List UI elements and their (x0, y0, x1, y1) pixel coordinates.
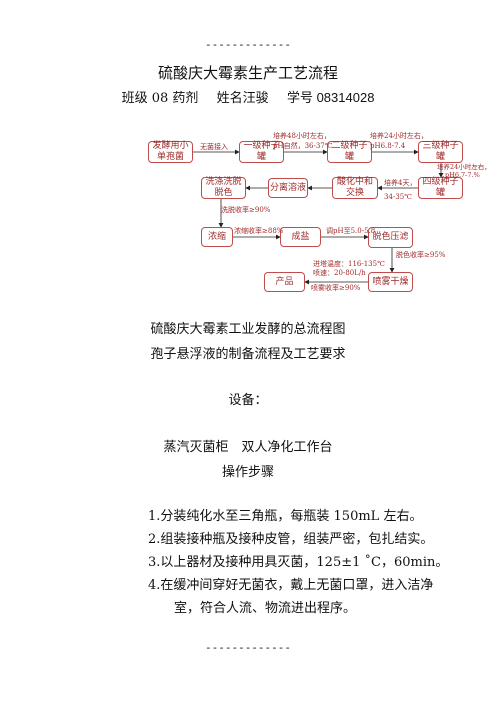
node-acid: 酸化中和交换 (332, 177, 378, 199)
label-conc-yield: 浓缩收率≥88% (234, 227, 284, 235)
label-seed2-cond-a: 培养24小时左右， (370, 132, 428, 140)
node-salt: 成盐 (280, 227, 321, 247)
steps-heading: 操作步骤 (221, 465, 274, 480)
label-spray-yield: 喷雾收率≥90% (311, 284, 361, 292)
page-title: 硫酸庆大霉素生产工艺流程 (157, 64, 338, 82)
steps-list: 1.分装纯化水至三角瓶，每瓶装 150mL 左右。 2.组装接种瓶及接种皮管，组… (148, 505, 448, 620)
student-info: 班级 08 药剂 姓名汪骏 学号 08314028 (0, 87, 496, 106)
label-seed2-cond-b: pH6.8-7.4 (370, 142, 406, 150)
label-wash-yield: 洗脱收率≥90% (221, 206, 271, 214)
step-3: 3.以上器材及接种用具灭菌，125±1 ˚C，60min。 (148, 555, 449, 570)
student-id: 学号 08314028 (286, 90, 375, 105)
label-inoculate: 无菌接入 (200, 143, 228, 151)
node-product: 产品 (264, 272, 305, 292)
node-seed3: 三级种子罐 (418, 141, 463, 163)
step-4-cont: 室，符合人流、物流进出程序。 (174, 601, 357, 616)
label-seed1-cond-b: pH自然，36-37℃ (273, 142, 333, 150)
node-seed4: 四级种子罐 (418, 177, 463, 199)
label-decolor-yield: 脱色收率≥95% (396, 251, 446, 259)
node-spore: 发酵用小单孢菌 (148, 141, 193, 163)
label-spray-temp: 进塔温度：116-135℃ (313, 260, 385, 268)
step-1: 1.分装纯化水至三角瓶，每瓶装 150mL 左右。 (148, 509, 423, 524)
caption-overall: 硫酸庆大霉素工业发酵的总流程图 (150, 322, 346, 337)
name-info: 姓名汪骏 (216, 91, 269, 106)
node-decolor: 脱色压滤 (368, 227, 413, 248)
label-seed3-cond-a: 培养24小时左右， (437, 163, 491, 171)
equipment-list: 蒸汽灭菌柜 双人净化工作台 (163, 440, 333, 455)
caption-spore-prep: 孢子悬浮液的制备流程及工艺要求 (150, 347, 346, 362)
node-wash: 洗涤洗脱脱色 (201, 177, 246, 199)
label-salt-cond: 调pH至5.0-5.8 (326, 227, 376, 235)
label-seed4-cond-a: 培养4天， (384, 179, 417, 187)
top-divider: ------------- (204, 38, 292, 51)
step-4: 4.在缓冲间穿好无菌衣，戴上无菌口罩，进入洁净 (148, 578, 434, 593)
node-seed1: 一级种子罐 (239, 141, 284, 163)
node-spray: 喷雾干燥 (368, 272, 413, 292)
bottom-divider: ------------- (204, 641, 292, 654)
class-info: 班级 08 药剂 (121, 91, 199, 106)
label-spray-speed: 喷速：20-80L/h (313, 269, 366, 277)
step-2: 2.组装接种瓶及接种皮管，组装严密，包扎结实。 (148, 532, 434, 547)
node-seed2: 二级种子罐 (327, 141, 372, 163)
node-separate: 分离溶液 (268, 178, 308, 198)
node-concentrate: 浓缩 (201, 227, 233, 247)
equipment-heading: 设备： (228, 393, 268, 408)
label-seed1-cond-a: 培养48小时左右， (273, 132, 331, 140)
label-seed4-cond-b: 34-35℃ (384, 193, 413, 201)
label-seed3-cond-b: pH6.7-7.% (445, 171, 480, 179)
